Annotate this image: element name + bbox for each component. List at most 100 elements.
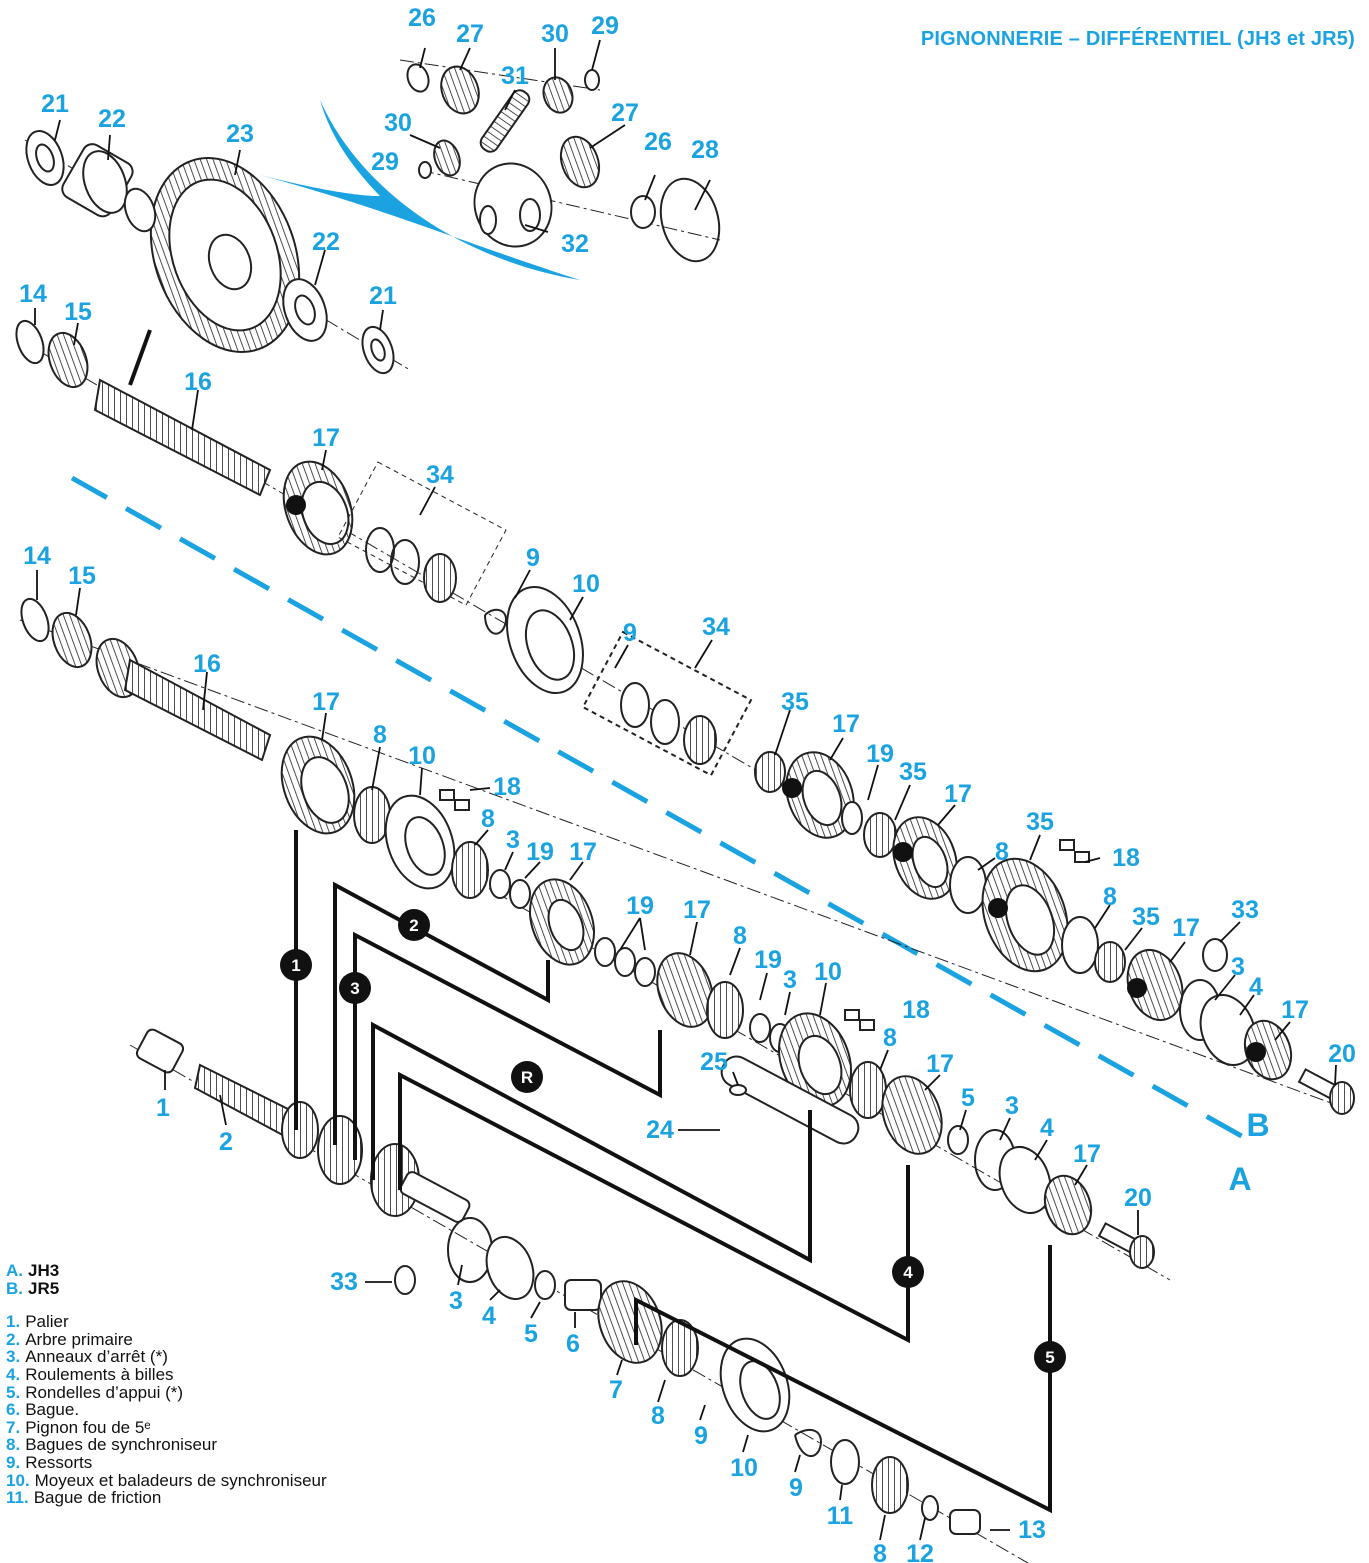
svg-text:8: 8 [651, 1402, 665, 1430]
svg-text:9: 9 [789, 1474, 803, 1502]
svg-text:14: 14 [23, 542, 51, 570]
svg-text:R: R [521, 1068, 533, 1087]
svg-text:10: 10 [572, 570, 600, 598]
svg-text:15: 15 [68, 562, 96, 590]
gear-marker-3-b [893, 842, 913, 862]
gear-marker-1: 1 [280, 949, 312, 981]
legend-item: 4.Roulements à billes [6, 1364, 174, 1384]
svg-text:8: 8 [733, 922, 747, 950]
svg-text:8: 8 [995, 838, 1009, 866]
legend-item: 7.Pignon fou de 5ᵉ [6, 1417, 151, 1437]
svg-text:18: 18 [493, 773, 521, 801]
svg-text:35: 35 [1026, 808, 1054, 836]
gear-marker-4: 4 [892, 1256, 924, 1288]
gear-marker-2-b [782, 778, 802, 798]
callouts-a-variant: 14 15 16 17 8 10 18 8 3 19 17 19 17 8 19… [23, 542, 1152, 1563]
svg-text:29: 29 [591, 12, 619, 40]
svg-text:3: 3 [449, 1287, 463, 1315]
svg-text:3: 3 [350, 979, 359, 998]
legend-item: 11.Bague de friction [6, 1488, 162, 1508]
legend-item: 1.Palier [6, 1312, 69, 1332]
legend-item: 9.Ressorts [6, 1452, 93, 1472]
svg-text:19: 19 [754, 946, 782, 974]
svg-text:6: 6 [566, 1330, 580, 1358]
svg-text:5: 5 [961, 1084, 975, 1112]
differential-group [25, 63, 721, 375]
svg-text:30: 30 [384, 109, 412, 137]
svg-text:33: 33 [1231, 896, 1259, 924]
svg-text:17: 17 [1073, 1140, 1101, 1168]
callouts-differential: 26 27 30 29 31 30 27 26 28 29 32 21 22 2… [19, 4, 719, 396]
svg-text:1: 1 [291, 956, 300, 975]
svg-text:17: 17 [1172, 914, 1200, 942]
gear-marker-3: 3 [339, 972, 371, 1004]
gear-marker-5: 5 [1034, 1341, 1066, 1373]
svg-text:10: 10 [814, 958, 842, 986]
svg-text:8: 8 [373, 721, 387, 749]
svg-text:23: 23 [226, 120, 254, 148]
svg-text:13: 13 [1018, 1516, 1046, 1544]
svg-text:3: 3 [1231, 953, 1245, 981]
svg-text:21: 21 [369, 282, 397, 310]
svg-text:12: 12 [906, 1540, 934, 1563]
primary-shaft [135, 1028, 981, 1535]
gear-marker-1-b [286, 495, 306, 515]
svg-text:17: 17 [926, 1050, 954, 1078]
svg-text:34: 34 [702, 613, 730, 641]
gear-marker-4-b [1127, 978, 1147, 998]
svg-text:19: 19 [626, 892, 654, 920]
differential-detail-swoosh [260, 100, 580, 280]
leader-lines [34, 39, 1337, 1541]
svg-text:25: 25 [700, 1048, 728, 1076]
svg-text:8: 8 [481, 805, 495, 833]
svg-text:22: 22 [98, 105, 126, 133]
svg-text:17: 17 [312, 688, 340, 716]
legend-item: 5.Rondelles d’appui (*) [6, 1382, 184, 1402]
svg-text:22: 22 [312, 228, 340, 256]
svg-text:4: 4 [1249, 973, 1263, 1001]
svg-text:11: 11 [827, 1502, 854, 1530]
section-label-b: B [1246, 1107, 1269, 1143]
svg-text:4: 4 [1040, 1114, 1054, 1142]
ab-separator-dashed-line [70, 475, 1247, 1141]
svg-text:7: 7 [609, 1376, 623, 1404]
upper-shaft [15, 319, 354, 556]
svg-text:3: 3 [783, 966, 797, 994]
svg-text:2: 2 [409, 916, 418, 935]
section-label-a: A [1228, 1161, 1251, 1197]
svg-text:20: 20 [1328, 1040, 1356, 1068]
svg-text:26: 26 [644, 128, 672, 156]
svg-text:17: 17 [683, 896, 711, 924]
legend-item: 2.Arbre primaire [6, 1329, 133, 1349]
svg-text:2: 2 [219, 1128, 233, 1156]
legend-item: 10.Moyeux et baladeurs de synchroniseur [6, 1470, 327, 1490]
svg-text:16: 16 [193, 650, 221, 678]
svg-text:17: 17 [944, 780, 972, 808]
svg-text:31: 31 [501, 62, 529, 90]
gear-marker-5-b [1246, 1042, 1266, 1062]
svg-text:17: 17 [569, 838, 597, 866]
svg-text:10: 10 [730, 1454, 758, 1482]
svg-text:18: 18 [902, 996, 930, 1024]
svg-text:14: 14 [19, 280, 47, 308]
svg-text:4: 4 [903, 1263, 913, 1282]
svg-text:27: 27 [611, 99, 639, 127]
svg-text:35: 35 [1132, 903, 1160, 931]
svg-text:3: 3 [1005, 1092, 1019, 1120]
svg-text:35: 35 [781, 688, 809, 716]
gear-marker-2: 2 [398, 909, 430, 941]
svg-text:16: 16 [184, 368, 212, 396]
svg-text:5: 5 [524, 1320, 538, 1348]
svg-text:30: 30 [541, 20, 569, 48]
svg-text:21: 21 [41, 90, 69, 118]
svg-text:27: 27 [456, 20, 484, 48]
svg-text:3: 3 [506, 826, 520, 854]
svg-text:8: 8 [873, 1540, 887, 1563]
svg-text:24: 24 [646, 1116, 674, 1144]
a-variant-shaft [20, 597, 1155, 1269]
svg-text:9: 9 [694, 1422, 708, 1450]
svg-text:8: 8 [1103, 883, 1117, 911]
svg-text:17: 17 [1281, 996, 1309, 1024]
svg-text:34: 34 [426, 461, 454, 489]
legend-item: 8.Bagues de synchroniseur [6, 1435, 218, 1455]
